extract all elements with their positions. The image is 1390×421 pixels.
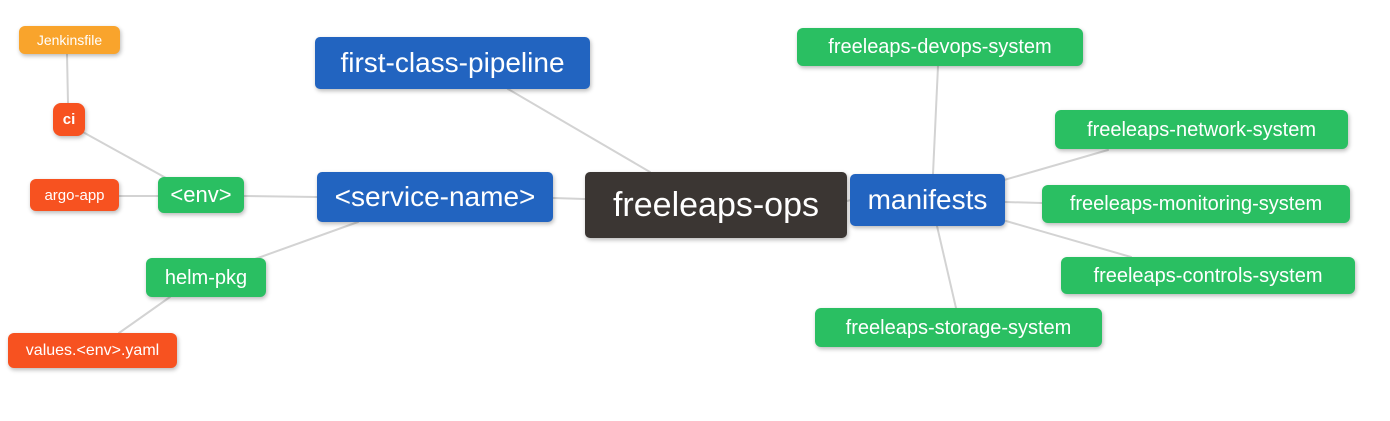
edge-ci--env — [80, 130, 167, 179]
node-ci[interactable]: ci — [53, 103, 85, 136]
node-label: freeleaps-ops — [612, 186, 819, 224]
edge-freeleaps-devops-system--manifests — [932, 65, 939, 175]
edge-manifests--freeleaps-network-system — [1003, 149, 1109, 181]
node-values-env-yaml[interactable]: values.<env>.yaml — [8, 333, 177, 368]
edge-service-name--freeleaps-ops — [552, 197, 586, 200]
node-jenkinsfile[interactable]: Jenkinsfile — [19, 26, 120, 54]
node-label: freeleaps-controls-system — [1093, 264, 1323, 287]
node-label: first-class-pipeline — [340, 47, 565, 78]
node-label: manifests — [867, 184, 988, 215]
node-label: values.<env>.yaml — [25, 341, 160, 359]
node-label: helm-pkg — [164, 266, 248, 289]
node-freeleaps-controls-system[interactable]: freeleaps-controls-system — [1061, 257, 1355, 294]
node-argo-app[interactable]: argo-app — [30, 179, 119, 211]
node-freeleaps-devops-system[interactable]: freeleaps-devops-system — [797, 28, 1083, 66]
node-label: argo-app — [44, 186, 105, 204]
node-label: ci — [62, 111, 76, 128]
node-label: Jenkinsfile — [36, 32, 103, 48]
node-manifests[interactable]: manifests — [850, 174, 1005, 226]
node-freeleaps-ops[interactable]: freeleaps-ops — [585, 172, 847, 238]
edge-env--service-name — [243, 195, 318, 198]
node-helm-pkg[interactable]: helm-pkg — [146, 258, 266, 297]
node-freeleaps-monitoring-system[interactable]: freeleaps-monitoring-system — [1042, 185, 1350, 223]
node-label: <env> — [170, 182, 232, 207]
edge-jenkinsfile--ci — [66, 53, 69, 104]
edge-manifests--freeleaps-storage-system — [936, 225, 957, 309]
edge-helm-pkg--values-env-yaml — [118, 296, 171, 334]
edge-manifests--freeleaps-monitoring-system — [1004, 201, 1043, 204]
node-label: <service-name> — [334, 181, 536, 212]
node-freeleaps-storage-system[interactable]: freeleaps-storage-system — [815, 308, 1102, 347]
node-label: freeleaps-storage-system — [845, 316, 1072, 339]
node-label: freeleaps-monitoring-system — [1069, 193, 1323, 215]
node-service-name[interactable]: <service-name> — [317, 172, 553, 222]
node-freeleaps-network-system[interactable]: freeleaps-network-system — [1055, 110, 1348, 149]
edge-service-name--helm-pkg — [254, 221, 359, 260]
edge-manifests--freeleaps-controls-system — [1005, 220, 1132, 258]
node-env[interactable]: <env> — [158, 177, 244, 213]
node-label: freeleaps-devops-system — [828, 36, 1052, 58]
node-label: freeleaps-network-system — [1087, 118, 1316, 141]
node-first-class-pipeline[interactable]: first-class-pipeline — [315, 37, 590, 89]
edge-first-class-pipeline--freeleaps-ops — [507, 88, 651, 173]
